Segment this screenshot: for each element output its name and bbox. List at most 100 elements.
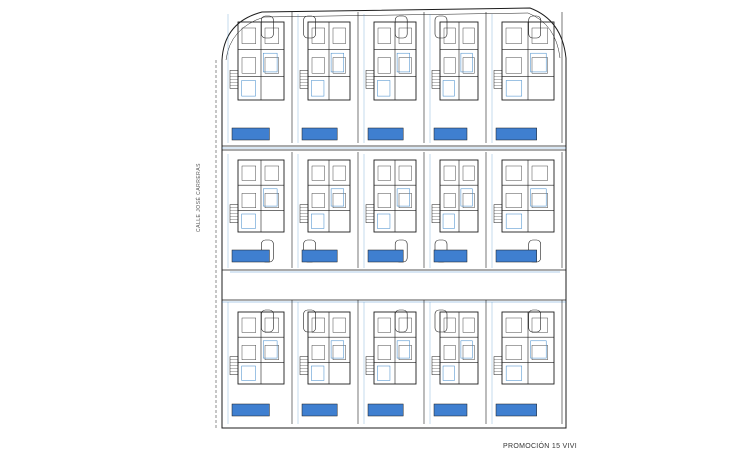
swimming-pool <box>231 249 270 263</box>
room-fixture <box>462 27 475 44</box>
room-fixture <box>332 57 346 74</box>
parked-car <box>261 15 274 39</box>
room-fixture <box>264 27 280 44</box>
room-outline <box>330 188 344 207</box>
swimming-pool <box>495 403 537 417</box>
room-fixture <box>377 57 391 74</box>
room-fixture <box>398 57 412 74</box>
parked-car <box>394 15 408 39</box>
room-fixture <box>241 345 257 360</box>
room-outline <box>330 52 344 73</box>
street-label: CALLE JOSÉ CARRERAS <box>196 163 202 232</box>
swimming-pool <box>433 403 468 417</box>
room-outline <box>241 213 256 229</box>
room-fixture <box>241 27 257 44</box>
room-fixture <box>462 345 475 360</box>
room-fixture <box>311 57 325 74</box>
house-unit <box>297 300 359 424</box>
room-fixture <box>398 345 412 360</box>
room-outline <box>442 213 455 229</box>
house-unit <box>297 12 359 143</box>
parked-car <box>434 15 448 39</box>
swimming-pool <box>495 249 537 263</box>
housing-row <box>227 152 563 268</box>
room-fixture <box>462 165 475 181</box>
parked-car <box>261 309 274 333</box>
room-fixture <box>531 165 548 181</box>
room-fixture <box>377 193 391 208</box>
room-outline <box>330 340 344 359</box>
room-outline <box>241 365 256 381</box>
house-unit <box>491 300 563 424</box>
swimming-pool <box>367 127 404 141</box>
room-fixture <box>398 165 412 181</box>
room-fixture <box>505 165 522 181</box>
room-fixture <box>531 317 548 333</box>
room-fixture <box>241 193 257 208</box>
room-outline <box>505 213 523 229</box>
room-fixture <box>311 345 325 360</box>
parked-car <box>528 15 542 39</box>
room-outline <box>377 80 391 97</box>
swimming-pool <box>231 403 270 417</box>
room-outline <box>460 340 473 359</box>
swimming-pool <box>231 127 270 141</box>
room-fixture <box>398 317 412 333</box>
room-fixture <box>311 165 325 181</box>
swimming-pool <box>367 403 404 417</box>
housing-row <box>227 12 563 143</box>
room-fixture <box>264 345 280 360</box>
parked-car <box>434 309 448 333</box>
room-fixture <box>531 193 548 208</box>
house-unit <box>429 12 487 143</box>
room-fixture <box>531 57 548 74</box>
room-outline <box>396 340 410 359</box>
site-boundary <box>221 7 567 429</box>
parked-car <box>303 309 316 333</box>
room-outline <box>460 52 473 73</box>
house-unit <box>363 152 425 268</box>
room-outline <box>263 188 278 207</box>
room-outline <box>396 188 410 207</box>
house-unit <box>429 300 487 424</box>
room-outline <box>442 365 455 381</box>
site-outline <box>215 7 567 429</box>
room-fixture <box>462 317 475 333</box>
room-fixture <box>264 193 280 208</box>
room-fixture <box>443 165 456 181</box>
room-fixture <box>377 27 391 44</box>
room-fixture <box>264 317 280 333</box>
room-fixture <box>241 165 257 181</box>
room-outline <box>505 80 523 97</box>
room-fixture <box>377 165 391 181</box>
room-fixture <box>505 345 522 360</box>
house-unit <box>491 12 563 143</box>
site-inner-edge <box>225 12 529 61</box>
room-fixture <box>443 57 456 74</box>
swimming-pool <box>367 249 404 263</box>
housing-row <box>227 300 563 424</box>
room-outline <box>241 80 256 97</box>
room-outline <box>377 213 391 229</box>
swimming-pool <box>433 127 468 141</box>
room-outline <box>530 52 547 73</box>
house-unit <box>227 152 293 268</box>
room-outline <box>263 52 278 73</box>
room-fixture <box>241 57 257 74</box>
room-outline <box>396 52 410 73</box>
room-outline <box>377 365 391 381</box>
room-fixture <box>311 27 325 44</box>
room-fixture <box>311 193 325 208</box>
swimming-pool <box>433 249 468 263</box>
parked-car <box>303 15 316 39</box>
room-outline <box>311 213 325 229</box>
room-fixture <box>505 27 522 44</box>
room-fixture <box>505 193 522 208</box>
room-fixture <box>443 193 456 208</box>
room-outline <box>311 365 325 381</box>
house-unit <box>227 12 293 143</box>
swimming-pool <box>301 127 338 141</box>
parked-car <box>528 309 542 333</box>
room-outline <box>530 340 547 359</box>
house-unit <box>363 12 425 143</box>
